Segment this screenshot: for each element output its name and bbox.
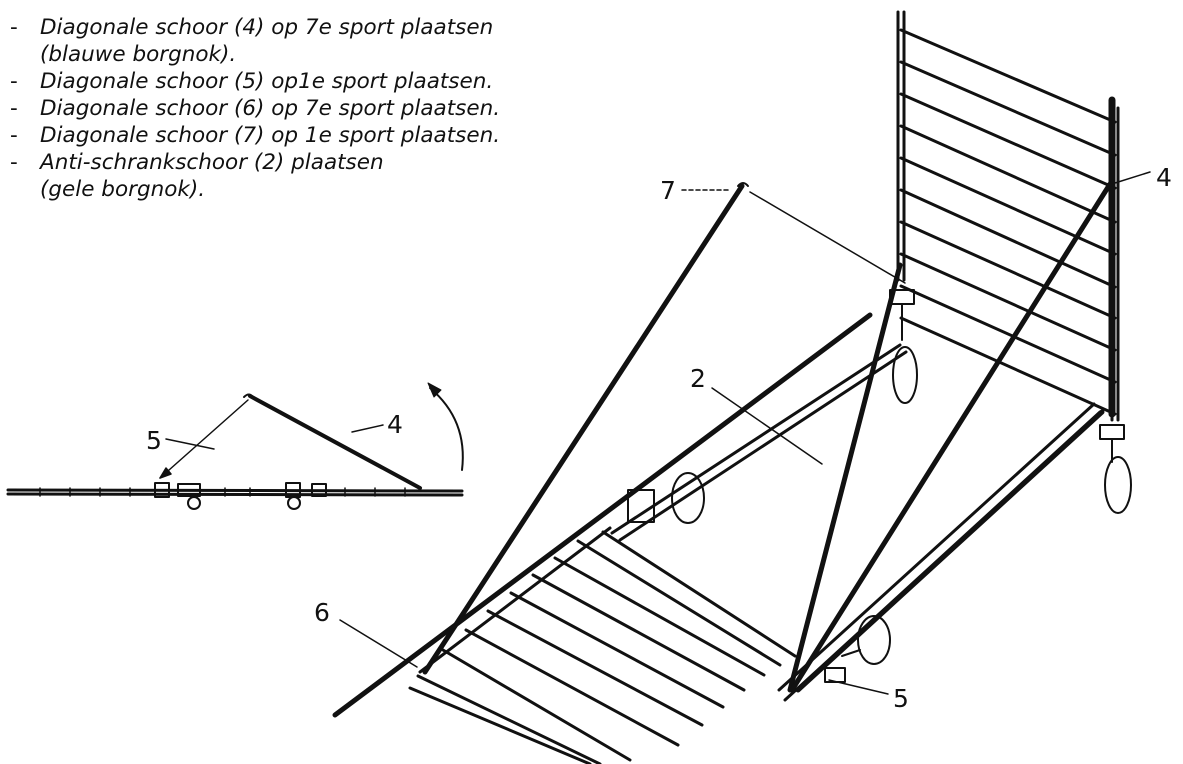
instruction-text: Anti-schrankschoor (2) plaatsen <box>40 150 384 175</box>
detail-clamp-right <box>285 482 327 510</box>
instruction-item: Diagonale schoor (6) op 7e sport plaatse… <box>6 95 500 122</box>
instruction-item: Diagonale schoor (5) op1e sport plaatsen… <box>6 68 500 95</box>
detail-clamp-left <box>154 482 201 510</box>
brace-2 <box>787 262 903 693</box>
detail-view <box>6 382 464 510</box>
brace-4 <box>789 181 1113 693</box>
brace-5 <box>795 409 1105 693</box>
leader-2 <box>711 387 823 465</box>
detail-callout-5: 5 <box>146 426 162 455</box>
detail-brace-hook <box>243 393 254 398</box>
leader-6 <box>339 619 418 668</box>
callout-6: 6 <box>314 598 330 627</box>
detail-rungs <box>39 487 406 497</box>
brace-hook <box>737 182 749 187</box>
brace-6 <box>332 312 873 718</box>
wheel-icon <box>1099 424 1132 514</box>
callout-4: 4 <box>1156 163 1172 192</box>
callout-2: 2 <box>690 364 706 393</box>
detail-frame-bar <box>6 488 464 497</box>
leader-4 <box>1114 171 1151 184</box>
vertical-frame <box>896 10 1120 422</box>
instruction-list: Diagonale schoor (4) op 7e sport plaatse… <box>6 14 500 203</box>
instruction-text-continued: (blauwe borgnok). <box>40 42 237 67</box>
brace-7 <box>422 183 745 675</box>
detail-leader-4 <box>351 424 384 433</box>
wheel-icon <box>889 289 918 404</box>
callout-7: 7 <box>660 176 676 205</box>
detail-leader-5 <box>159 399 249 479</box>
instruction-item: Diagonale schoor (7) op 1e sport plaatse… <box>6 122 500 149</box>
instruction-text: Diagonale schoor (5) op1e sport plaatsen… <box>40 69 494 94</box>
leader-5 <box>828 679 889 695</box>
instruction-text: Diagonale schoor (6) op 7e sport plaatse… <box>40 96 501 121</box>
horizontal-frame <box>408 343 1102 764</box>
callout-5: 5 <box>893 684 909 713</box>
instruction-text: Diagonale schoor (7) op 1e sport plaatse… <box>40 123 501 148</box>
detail-brace-4 <box>248 394 422 490</box>
instruction-item: Diagonale schoor (4) op 7e sport plaatse… <box>6 14 500 68</box>
instruction-item: Anti-schrankschoor (2) plaatsen (gele bo… <box>6 149 500 203</box>
main-view <box>332 10 1151 764</box>
detail-callout-4: 4 <box>387 410 403 439</box>
leader-7b <box>749 191 906 284</box>
rotation-arrow-icon <box>429 387 464 471</box>
instruction-text-continued: (gele borgnok). <box>40 177 206 202</box>
wheel-icon <box>627 472 705 524</box>
instruction-text: Diagonale schoor (4) op 7e sport plaatse… <box>40 15 494 40</box>
